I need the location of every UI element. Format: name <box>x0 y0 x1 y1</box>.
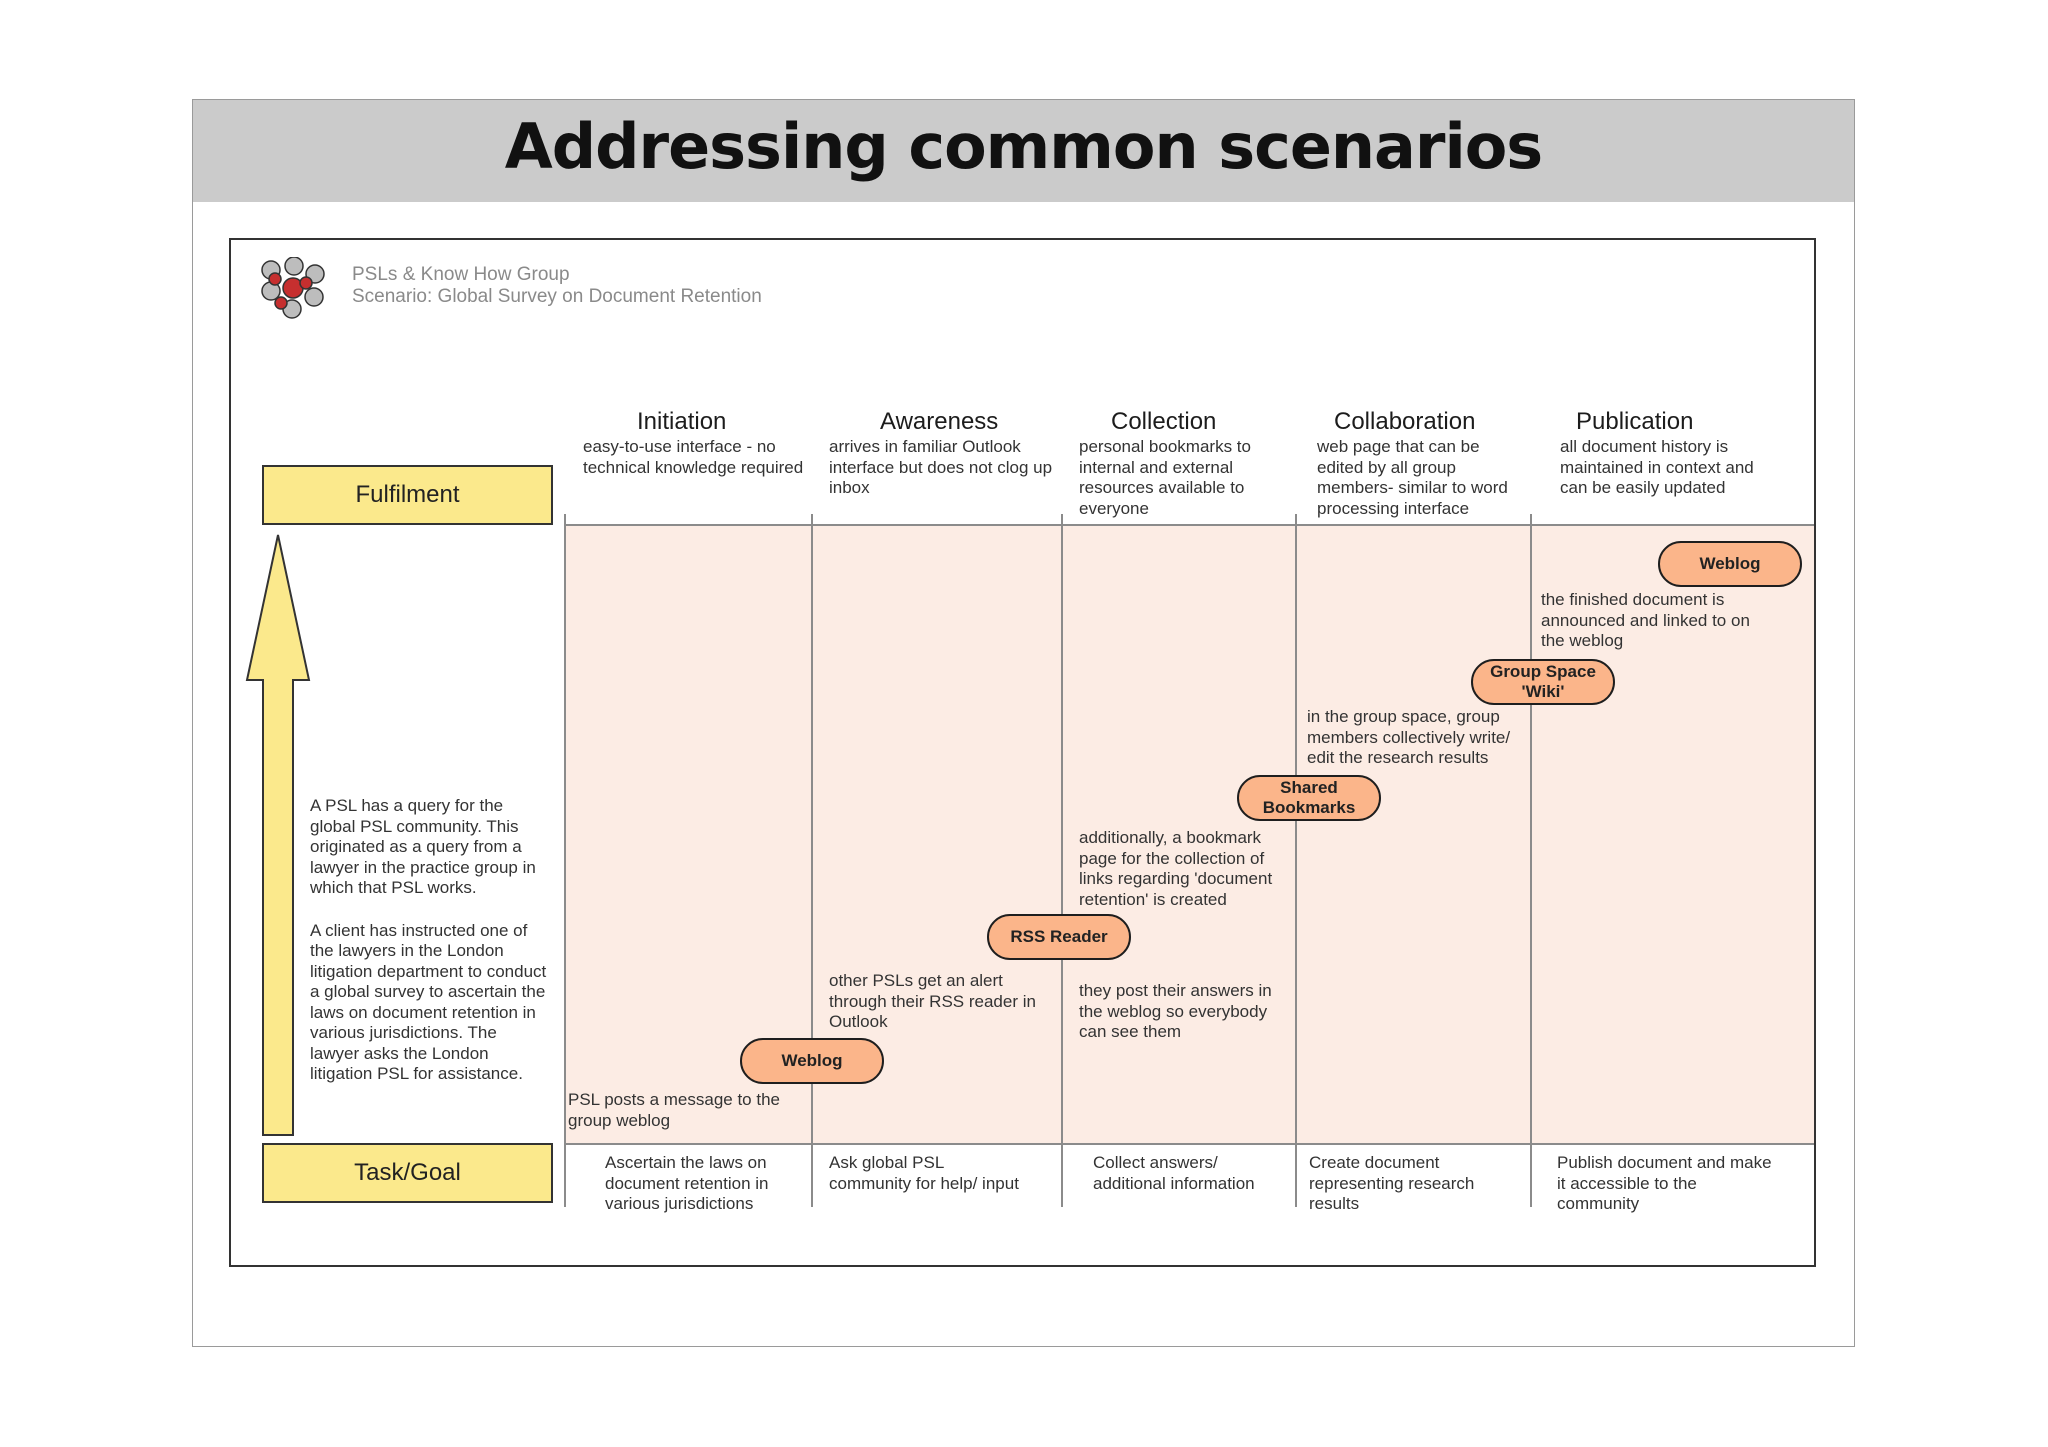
scenario-story: A PSL has a query for the global PSL com… <box>310 796 550 1107</box>
scenario-diagram: PSLs & Know How Group Scenario: Global S… <box>229 238 1816 1267</box>
task-collection: Collect answers/ additional information <box>1093 1153 1255 1193</box>
stage-title-awareness: Awareness <box>880 408 999 435</box>
grid-line-v2 <box>811 514 813 1207</box>
task-publication: Publish document and make it accessible … <box>1557 1153 1772 1213</box>
story-paragraph-1: A PSL has a query for the global PSL com… <box>310 796 536 897</box>
tool-pill-weblog-2: Weblog <box>1658 541 1802 587</box>
title-bar: Addressing common scenarios <box>193 100 1854 202</box>
step-text-group-space: in the group space, group members collec… <box>1307 707 1511 767</box>
grid-line-v3 <box>1061 514 1063 1207</box>
step-text-bookmark-page: additionally, a bookmark page for the co… <box>1079 828 1273 909</box>
fulfilment-box: Fulfilment <box>262 465 553 525</box>
slide-title: Addressing common scenarios <box>504 110 1543 183</box>
tool-pill-rss-reader: RSS Reader <box>987 914 1131 960</box>
tool-pill-shared-bookmarks: Shared Bookmarks <box>1237 775 1381 821</box>
step-text-post-answers: they post their answers in the weblog so… <box>1079 981 1272 1041</box>
stage-title-collection: Collection <box>1111 408 1217 435</box>
step-text-post-message: PSL posts a message to the group weblog <box>568 1090 780 1130</box>
grid-line-bottom <box>565 1143 1814 1145</box>
story-paragraph-2: A client has instructed one of the lawye… <box>310 920 547 1084</box>
step-text-rss-alert: other PSLs get an alert through their RS… <box>829 971 1036 1031</box>
grid-line-v4 <box>1295 514 1297 1207</box>
tool-pill-group-space-wiki: Group Space 'Wiki' <box>1471 659 1615 705</box>
stage-desc-initiation: easy-to-use interface - no technical kno… <box>583 437 804 477</box>
task-collaboration: Create document representing research re… <box>1309 1153 1475 1213</box>
logo-cluster-icon <box>261 257 325 319</box>
tool-pill-weblog-1: Weblog <box>740 1038 884 1084</box>
step-text-announce: the finished document is announced and l… <box>1541 590 1750 650</box>
task-goal-box: Task/Goal <box>262 1143 553 1203</box>
task-initiation: Ascertain the laws on document retention… <box>605 1153 769 1213</box>
stage-desc-awareness: arrives in familiar Outlook interface bu… <box>829 437 1053 497</box>
scenario-name: Scenario: Global Survey on Document Rete… <box>352 286 762 307</box>
grid-line-top <box>565 524 1814 526</box>
stage-title-initiation: Initiation <box>637 408 727 435</box>
stage-title-publication: Publication <box>1576 408 1694 435</box>
task-awareness: Ask global PSL community for help/ input <box>829 1153 1019 1193</box>
stage-desc-collection: personal bookmarks to internal and exter… <box>1079 437 1251 518</box>
grid-line-v1 <box>564 514 566 1207</box>
stage-title-collaboration: Collaboration <box>1334 408 1476 435</box>
grid-line-v5 <box>1530 514 1532 1207</box>
stage-desc-publication: all document history is maintained in co… <box>1560 437 1754 497</box>
org-name: PSLs & Know How Group <box>352 264 570 285</box>
up-arrow-icon <box>245 534 311 1136</box>
stage-desc-collaboration: web page that can be edited by all group… <box>1317 437 1508 518</box>
